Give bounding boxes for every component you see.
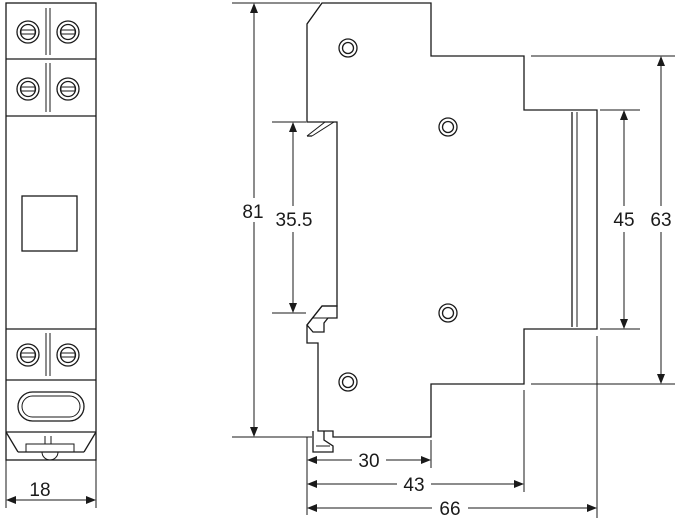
dimension-label: 30 bbox=[358, 451, 379, 472]
rivet-icon bbox=[338, 38, 358, 58]
side-view bbox=[306, 2, 598, 453]
dimension-depth-66: 66 bbox=[307, 336, 598, 520]
dimension-depth-43: 43 bbox=[307, 390, 525, 496]
rail-latch bbox=[312, 431, 334, 453]
dimension-rail-height: 35.5 bbox=[266, 121, 322, 314]
dimension-step-height: 63 bbox=[531, 55, 678, 385]
rivet-icon bbox=[438, 303, 458, 323]
dimension-inner-height: 45 bbox=[600, 109, 640, 330]
front-slot bbox=[17, 391, 85, 422]
dimension-depth-30: 30 bbox=[306, 437, 432, 515]
dimension-label: 18 bbox=[29, 480, 50, 501]
terminal-row bbox=[16, 8, 80, 55]
dimension-label: 35.5 bbox=[276, 210, 313, 231]
screw-icon bbox=[56, 77, 80, 101]
terminal-row bbox=[16, 63, 80, 112]
rail-clip bbox=[5, 431, 97, 461]
rail-hook-lower bbox=[306, 305, 338, 333]
dimension-width: 18 bbox=[5, 460, 97, 508]
rivet-icon bbox=[338, 372, 358, 392]
screw-icon bbox=[56, 20, 80, 44]
side-body-outline bbox=[306, 2, 598, 438]
dimension-label: 43 bbox=[403, 475, 424, 496]
dimension-label: 45 bbox=[613, 210, 634, 231]
dimension-label: 63 bbox=[650, 210, 671, 231]
screw-icon bbox=[56, 343, 80, 367]
front-view: 18 bbox=[5, 2, 97, 508]
screw-icon bbox=[16, 343, 40, 367]
dimension-total-height: 81 bbox=[232, 2, 320, 438]
terminal-row bbox=[16, 333, 80, 376]
front-window bbox=[21, 195, 78, 252]
screw-icon bbox=[16, 77, 40, 101]
rivet-icon bbox=[438, 117, 458, 137]
screw-icon bbox=[16, 20, 40, 44]
rail-hook-upper bbox=[306, 121, 335, 137]
dimension-label: 66 bbox=[439, 499, 460, 520]
dimension-label: 81 bbox=[242, 202, 263, 223]
